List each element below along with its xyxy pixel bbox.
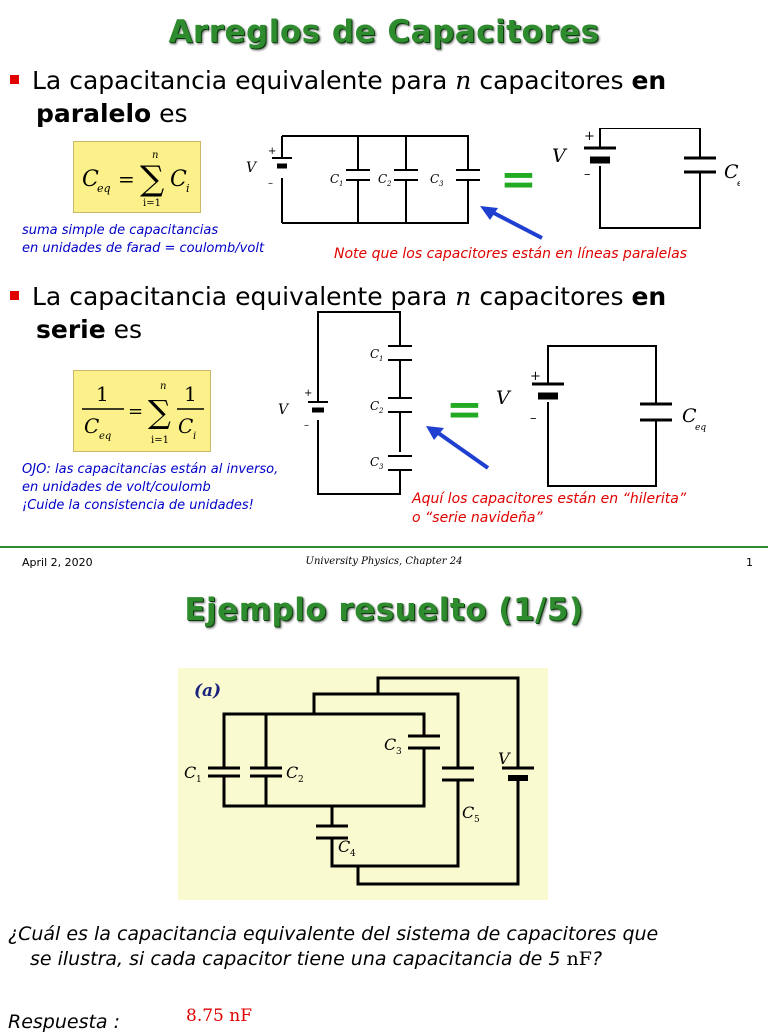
answer-value: 8.75 nF [186, 1006, 252, 1026]
svg-text:V: V [496, 387, 512, 409]
footer-title: University Physics, Chapter 24 [305, 556, 463, 567]
svg-text:C: C [330, 172, 339, 186]
svg-text:C: C [370, 347, 379, 361]
svg-text:n: n [152, 150, 158, 161]
svg-text:V: V [278, 402, 290, 418]
svg-text:i=1: i=1 [151, 435, 169, 446]
formula-series-svg: 1 C eq = ∑ n i=1 1 C i [82, 381, 204, 446]
svg-text:–: – [530, 411, 537, 426]
svg-text:eq: eq [99, 431, 111, 442]
svg-text:5: 5 [474, 815, 480, 825]
svg-text:C: C [370, 399, 379, 413]
svg-text:C: C [178, 414, 193, 438]
example-question: ¿Cuál es la capacitancia equivalente del… [8, 923, 659, 970]
svg-text:(a): (a) [194, 681, 221, 701]
svg-text:C: C [462, 803, 474, 822]
svg-text:n: n [160, 381, 166, 392]
note-series-units: OJO: las capacitancias están al inverso,… [22, 462, 279, 513]
svg-text:i=1: i=1 [143, 198, 161, 209]
svg-text:3: 3 [379, 463, 384, 471]
svg-text:V: V [246, 160, 258, 176]
svg-text:1: 1 [196, 775, 202, 785]
note-parallel-units: suma simple de capacitancias en unidades… [22, 223, 265, 256]
formula-parallel: C eq = ∑ n i=1 C i [73, 141, 201, 213]
svg-text:C: C [184, 763, 196, 782]
svg-text:C: C [286, 763, 298, 782]
svg-text:1: 1 [184, 382, 197, 406]
slide-1-title: Arreglos de Capacitores [168, 14, 600, 50]
svg-text:4: 4 [350, 849, 356, 859]
svg-text:+: + [530, 369, 541, 384]
svg-text:∑: ∑ [140, 159, 164, 199]
svg-text:i: i [186, 182, 190, 195]
svg-text:1: 1 [379, 355, 383, 363]
svg-text:C: C [338, 837, 350, 856]
note-series-chain: Aquí los capacitores están en “hilerita”… [412, 491, 687, 526]
svg-text:=: = [500, 154, 537, 205]
formula-parallel-svg: C eq = ∑ n i=1 C i [82, 150, 190, 209]
svg-text:+: + [268, 146, 276, 157]
svg-text:1: 1 [96, 382, 109, 406]
slide-2-title: Ejemplo resuelto (1/5) [184, 592, 584, 628]
svg-text:C: C [170, 167, 187, 192]
parallel-circuit-diagram: V + – C1 C2 C3 = V + – C eq [246, 128, 740, 229]
svg-text:C: C [82, 167, 99, 192]
svg-text:=: = [446, 384, 483, 435]
svg-text:C: C [430, 172, 439, 186]
svg-text:+: + [304, 388, 312, 399]
svg-text:2: 2 [386, 180, 392, 188]
svg-text:3: 3 [439, 180, 444, 188]
formula-series: 1 C eq = ∑ n i=1 1 C i [73, 370, 211, 452]
bullet-square-icon [10, 291, 19, 300]
answer-label: Respuesta : [8, 1011, 121, 1033]
svg-text:eq: eq [695, 423, 706, 433]
note-parallel-lines: Note que los capacitores están en líneas… [334, 246, 688, 262]
footer-date: April 2, 2020 [22, 556, 93, 569]
bullet-parallel: La capacitancia equivalente para n capac… [10, 64, 666, 130]
svg-text:–: – [584, 167, 591, 182]
svg-text:V: V [552, 145, 568, 167]
svg-text:∑: ∑ [148, 393, 171, 431]
bullet-square-icon [10, 75, 19, 84]
svg-text:–: – [268, 178, 273, 189]
svg-text:C: C [84, 414, 99, 438]
svg-text:V: V [498, 749, 511, 768]
svg-text:C: C [384, 735, 396, 754]
svg-text:+: + [584, 129, 595, 144]
svg-text:C: C [724, 161, 739, 183]
svg-text:=: = [128, 401, 143, 422]
arrow-icon [426, 426, 490, 470]
arrow-icon [480, 206, 543, 240]
svg-text:eq: eq [737, 179, 740, 189]
svg-text:1: 1 [339, 180, 343, 188]
footer-page: 1 [746, 556, 753, 569]
slide-footer: April 2, 2020 University Physics, Chapte… [0, 546, 768, 580]
svg-text:C: C [370, 455, 379, 469]
bullet-series: La capacitancia equivalente para n capac… [10, 280, 666, 346]
svg-text:2: 2 [378, 407, 384, 415]
svg-text:C: C [682, 405, 697, 427]
svg-text:2: 2 [298, 775, 304, 785]
svg-text:=: = [118, 167, 135, 191]
svg-text:C: C [378, 172, 387, 186]
svg-text:–: – [304, 420, 309, 431]
svg-text:eq: eq [97, 182, 111, 195]
slide-2: Ejemplo resuelto (1/5) [0, 586, 768, 1033]
svg-text:3: 3 [396, 747, 402, 757]
svg-text:i: i [193, 431, 196, 442]
slide-1: Arreglos de Capacitores La capacitancia … [0, 14, 768, 580]
